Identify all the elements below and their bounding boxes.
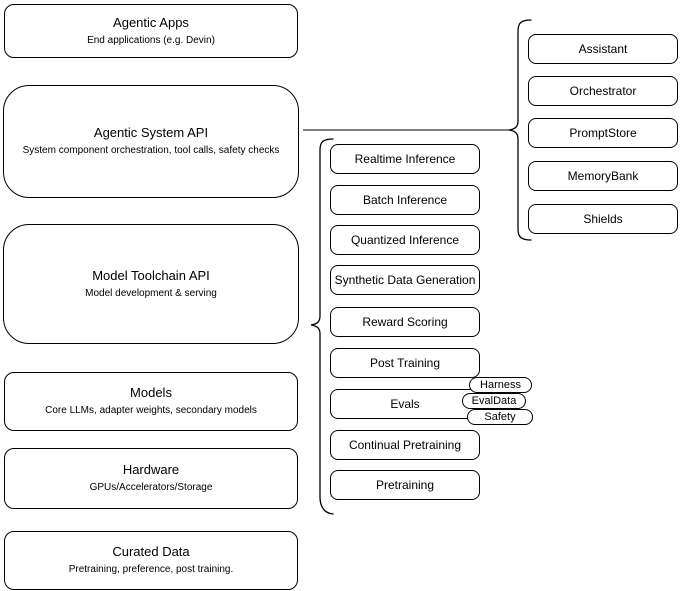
box-title: Models (130, 385, 172, 401)
toolchain-item-pretraining: Pretraining (330, 470, 480, 500)
toolchain-item-synthetic-data-generation: Synthetic Data Generation (330, 265, 480, 295)
toolchain-item-post-training: Post Training (330, 348, 480, 378)
system-component-assistant: Assistant (528, 34, 678, 64)
toolchain-item-label: Synthetic Data Generation (334, 273, 476, 287)
evals-tag-harness: Harness (469, 377, 532, 393)
box-title: Model Toolchain API (92, 267, 210, 283)
system-component-label: Shields (583, 212, 623, 226)
stack-box-hardware: Hardware GPUs/Accelerators/Storage (4, 448, 298, 509)
toolchain-item-batch-inference: Batch Inference (330, 185, 480, 215)
toolchain-item-label: Realtime Inference (354, 152, 456, 166)
evals-tag-label: Harness (480, 379, 521, 391)
toolchain-item-label: Pretraining (375, 478, 435, 492)
toolchain-item-label: Post Training (369, 356, 441, 370)
toolchain-item-label: Reward Scoring (362, 315, 448, 329)
components-bracket (508, 19, 532, 241)
toolchain-item-reward-scoring: Reward Scoring (330, 307, 480, 337)
box-subtitle: System component orchestration, tool cal… (22, 145, 280, 157)
evals-tag-safety: Safety (467, 409, 533, 425)
stack-box-agentic-system-api: Agentic System API System component orch… (3, 85, 299, 198)
stack-box-model-toolchain-api: Model Toolchain API Model development & … (3, 224, 299, 344)
box-subtitle: Model development & serving (85, 287, 217, 299)
system-component-orchestrator: Orchestrator (528, 76, 678, 106)
toolchain-item-quantized-inference: Quantized Inference (330, 225, 480, 255)
evals-tag-evaldata: EvalData (462, 393, 526, 409)
box-subtitle: Core LLMs, adapter weights, secondary mo… (45, 405, 257, 417)
box-title: Curated Data (112, 544, 190, 560)
box-title: Agentic Apps (113, 14, 189, 30)
stack-box-models: Models Core LLMs, adapter weights, secon… (4, 372, 298, 431)
system-component-label: PromptStore (569, 126, 637, 140)
box-title: Hardware (122, 462, 180, 478)
toolchain-item-label: Quantized Inference (350, 233, 460, 247)
system-component-label: Assistant (578, 42, 628, 56)
box-subtitle: End applications (e.g. Devin) (87, 34, 215, 46)
box-title: Agentic System API (93, 125, 209, 141)
toolchain-bracket (310, 138, 334, 515)
toolchain-item-label: Continual Pretraining (348, 438, 462, 452)
system-component-memorybank: MemoryBank (528, 161, 678, 191)
system-component-label: Orchestrator (569, 84, 637, 98)
toolchain-item-label: Evals (390, 397, 420, 411)
box-subtitle: Pretraining, preference, post training. (68, 564, 234, 576)
toolchain-item-continual-pretraining: Continual Pretraining (330, 430, 480, 460)
stack-box-agentic-apps: Agentic Apps End applications (e.g. Devi… (4, 4, 298, 58)
system-component-promptstore: PromptStore (528, 118, 678, 148)
system-component-label: MemoryBank (567, 169, 639, 183)
box-subtitle: GPUs/Accelerators/Storage (89, 482, 213, 494)
system-component-shields: Shields (528, 204, 678, 234)
toolchain-item-evals: Evals (330, 389, 480, 419)
evals-tag-label: EvalData (471, 395, 517, 407)
toolchain-item-label: Batch Inference (362, 193, 448, 207)
evals-tag-label: Safety (484, 411, 516, 423)
toolchain-item-realtime-inference: Realtime Inference (330, 144, 480, 174)
stack-box-curated-data: Curated Data Pretraining, preference, po… (4, 531, 298, 590)
